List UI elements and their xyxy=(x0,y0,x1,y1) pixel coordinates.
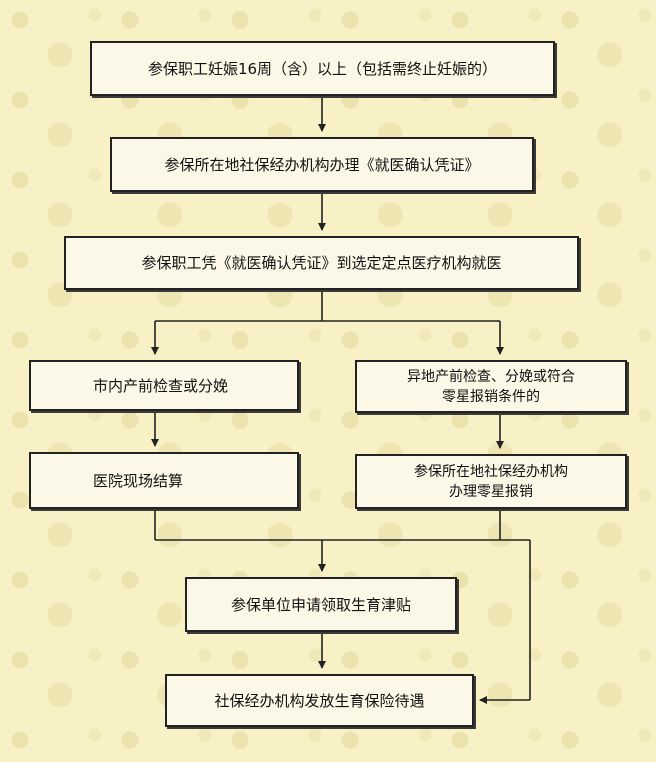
remote-reimburse-box: 参保所在地社保经办机构 办理零星报销 xyxy=(355,454,627,509)
local-settle-label: 医院现场结算 xyxy=(93,471,184,490)
step3-box: 参保职工凭《就医确认凭证》到选定定点医疗机构就医 xyxy=(64,236,579,290)
apply-label: 参保单位申请领取生育津贴 xyxy=(230,595,411,614)
apply-box: 参保单位申请领取生育津贴 xyxy=(185,577,457,632)
remote-check-box: 异地产前检查、分娩或符合 零星报销条件的 xyxy=(355,360,627,413)
payout-box: 社保经办机构发放生育保险待遇 xyxy=(165,674,474,727)
local-check-label: 市内产前检查或分娩 xyxy=(93,376,229,395)
remote-reimburse-label-line2: 办理零星报销 xyxy=(449,483,533,500)
step1-box: 参保职工妊娠16周（含）以上（包括需终止妊娠的） xyxy=(90,41,555,96)
remote-check-label-line2: 零星报销条件的 xyxy=(442,388,540,405)
step3-label: 参保职工凭《就医确认凭证》到选定定点医疗机构就医 xyxy=(141,254,502,272)
step2-box: 参保所在地社保经办机构办理《就医确认凭证》 xyxy=(110,137,534,192)
local-check-box: 市内产前检查或分娩 xyxy=(29,360,299,411)
local-settle-box: 医院现场结算 xyxy=(29,452,299,509)
step1-label: 参保职工妊娠16周（含）以上（包括需终止妊娠的） xyxy=(147,59,498,78)
remote-check-label-line1: 异地产前检查、分娩或符合 xyxy=(407,368,575,385)
payout-label: 社保经办机构发放生育保险待遇 xyxy=(214,691,425,710)
step2-label: 参保所在地社保经办机构办理《就医确认凭证》 xyxy=(164,155,480,174)
remote-reimburse-label-line1: 参保所在地社保经办机构 xyxy=(414,463,568,480)
